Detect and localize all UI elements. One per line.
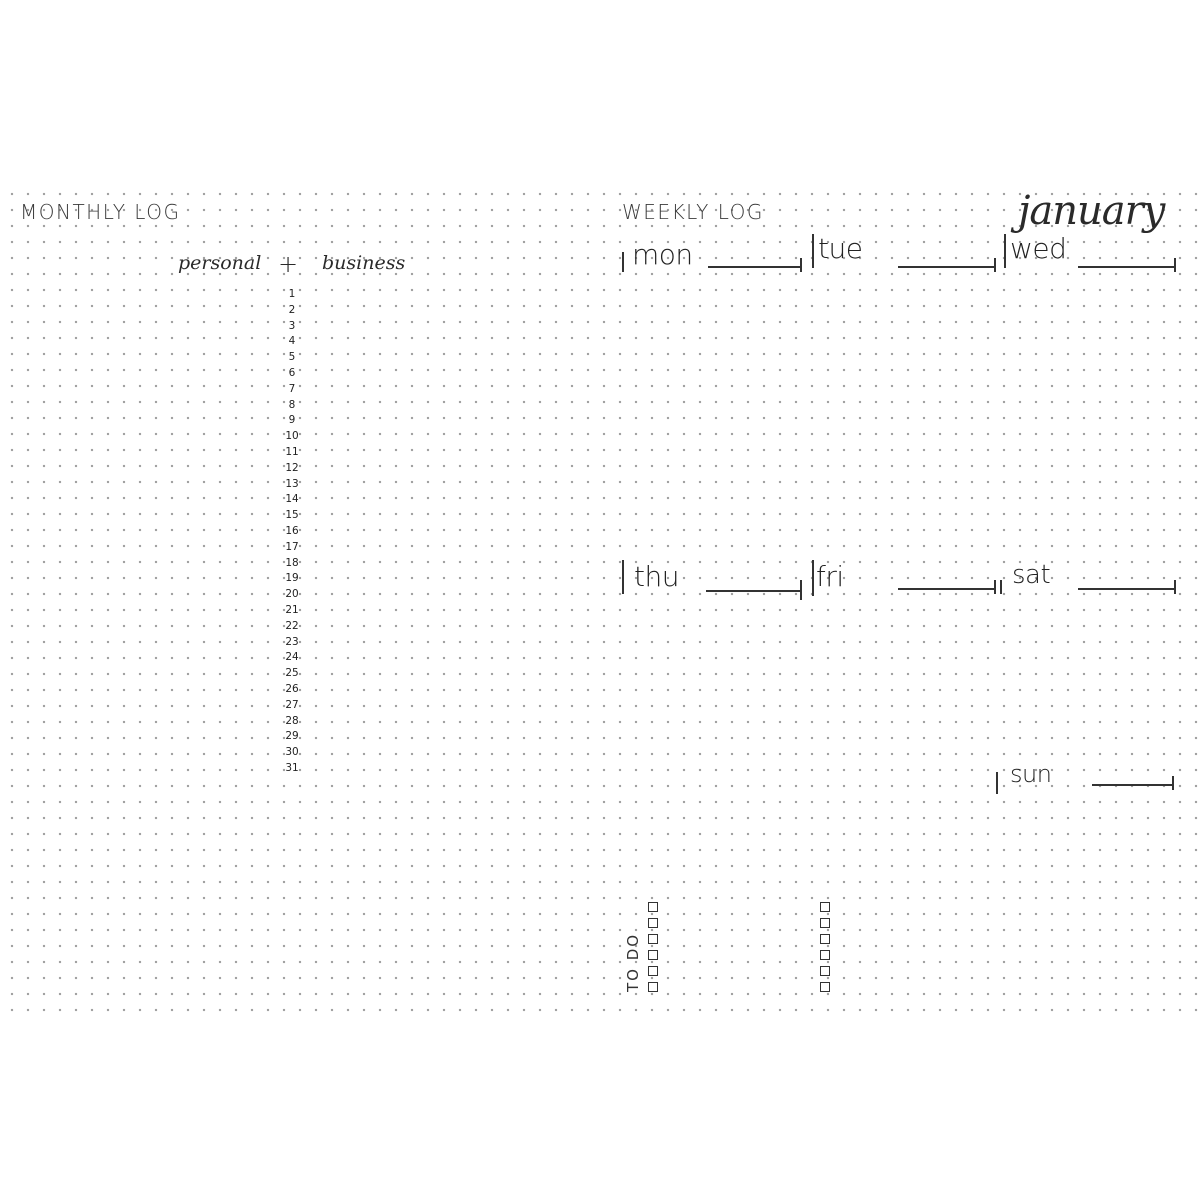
month-day-number: 9 <box>288 414 296 427</box>
todo-label: TO DO <box>624 932 642 992</box>
day-block-wed: wed <box>1000 232 1180 272</box>
day-block-fri: fri <box>810 560 1000 600</box>
month-day-number: 13 <box>285 477 299 490</box>
day-block-tue: tue <box>810 232 1000 272</box>
month-day-number: 16 <box>285 524 299 537</box>
day-start-tick <box>1004 234 1006 268</box>
day-underline <box>898 266 994 268</box>
day-underline <box>1092 784 1172 786</box>
weekly-log-page: WEEKLY LOG january mon tue wed thu <box>600 180 1200 1020</box>
month-day-number: 14 <box>285 493 299 506</box>
day-start-tick <box>622 252 624 272</box>
month-day-number: 31 <box>285 761 299 774</box>
month-day-number: 20 <box>285 588 299 601</box>
day-underline <box>1078 588 1174 590</box>
day-start-tick <box>812 234 814 268</box>
todo-checkbox[interactable] <box>648 918 658 928</box>
todo-checkbox[interactable] <box>820 982 830 992</box>
month-day-number: 7 <box>288 382 296 395</box>
todo-checkbox-column-1 <box>648 902 660 992</box>
month-day-number: 2 <box>288 303 296 316</box>
day-end-tick <box>994 258 996 272</box>
day-underline <box>898 588 994 590</box>
month-day-number: 18 <box>285 556 299 569</box>
personal-column-label: personal <box>178 252 262 274</box>
day-block-mon: mon <box>620 238 805 278</box>
day-label-tue: tue <box>818 232 863 265</box>
day-start-tick <box>1000 580 1002 594</box>
monthly-log-title: MONTHLY LOG <box>20 200 181 224</box>
day-block-thu: thu <box>620 560 805 600</box>
month-day-number: 15 <box>285 509 299 522</box>
todo-checkbox-column-2 <box>820 902 832 992</box>
day-start-tick <box>812 560 814 596</box>
month-day-number: 21 <box>285 603 299 616</box>
day-label-thu: thu <box>634 560 679 593</box>
day-end-tick <box>994 580 996 594</box>
day-end-tick <box>1172 776 1174 790</box>
day-start-tick <box>622 560 624 594</box>
todo-checkbox[interactable] <box>648 934 658 944</box>
month-day-number: 12 <box>285 461 299 474</box>
month-day-number: 19 <box>285 572 299 585</box>
day-underline <box>708 266 800 268</box>
day-block-sun: sun <box>994 760 1180 800</box>
todo-checkbox[interactable] <box>648 950 658 960</box>
day-block-sat: sat <box>1000 560 1180 600</box>
month-day-number: 6 <box>288 366 296 379</box>
todo-checkbox[interactable] <box>820 902 830 912</box>
month-name-title: january <box>1018 188 1165 234</box>
month-day-number: 25 <box>285 667 299 680</box>
month-day-number: 29 <box>285 730 299 743</box>
business-column-label: business <box>322 252 406 274</box>
day-end-tick <box>1174 580 1176 594</box>
month-day-number: 22 <box>285 619 299 632</box>
day-underline <box>1078 266 1174 268</box>
month-day-number: 28 <box>285 714 299 727</box>
month-day-number: 26 <box>285 682 299 695</box>
day-end-tick <box>800 258 802 272</box>
day-label-sat: sat <box>1012 560 1051 590</box>
month-day-number: 4 <box>288 335 296 348</box>
month-day-number: 23 <box>285 635 299 648</box>
day-label-sun: sun <box>1010 760 1052 788</box>
day-end-tick <box>1174 258 1176 272</box>
plus-sign: + <box>278 250 299 278</box>
todo-checkbox[interactable] <box>820 918 830 928</box>
day-label-wed: wed <box>1010 232 1067 265</box>
month-day-number: 27 <box>285 698 299 711</box>
month-day-number: 3 <box>288 319 296 332</box>
day-underline <box>706 590 800 592</box>
day-start-tick <box>996 772 998 794</box>
month-day-number: 30 <box>285 746 299 759</box>
month-day-number: 24 <box>285 651 299 664</box>
month-day-number: 10 <box>285 430 299 443</box>
month-day-number: 5 <box>288 351 296 364</box>
todo-checkbox[interactable] <box>648 902 658 912</box>
day-label-mon: mon <box>632 238 693 271</box>
weekly-log-title: WEEKLY LOG <box>622 200 764 224</box>
todo-checkbox[interactable] <box>820 966 830 976</box>
todo-checkbox[interactable] <box>648 982 658 992</box>
month-day-number: 17 <box>285 540 299 553</box>
todo-checkbox[interactable] <box>648 966 658 976</box>
day-end-tick <box>800 580 802 600</box>
month-day-number: 1 <box>288 288 296 300</box>
month-day-number: 11 <box>285 445 299 458</box>
month-day-number: 8 <box>288 398 296 411</box>
todo-checkbox[interactable] <box>820 950 830 960</box>
todo-checkbox[interactable] <box>820 934 830 944</box>
day-label-fri: fri <box>816 560 844 593</box>
